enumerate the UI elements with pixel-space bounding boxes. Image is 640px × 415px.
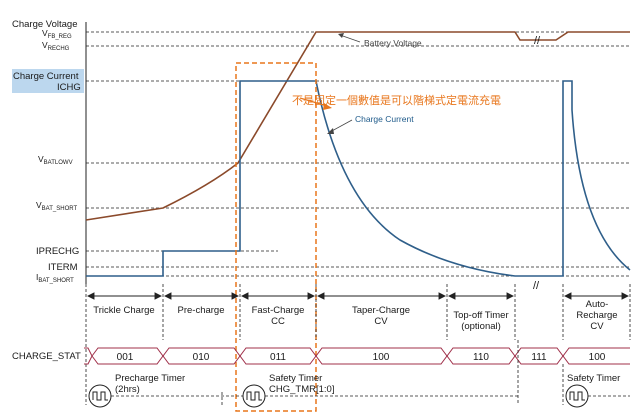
- phase-trickle-charge: Trickle Charge: [93, 305, 154, 316]
- phase-fast-charge-mode: CC: [271, 316, 285, 327]
- phase-auto-recharge-1: Auto-: [586, 299, 609, 310]
- label-vrechg: VRECHG: [42, 40, 70, 52]
- chinese-annotation: 不是固定一個數值是可以階梯式定電流充電: [292, 93, 501, 107]
- annotation-arrowhead: [323, 103, 332, 110]
- charge-current-curve-label: Charge Current: [355, 114, 414, 124]
- phase-taper-charge-mode: CV: [374, 316, 388, 327]
- auto-safety-timer-icon: [565, 384, 589, 408]
- charge-stat-011: 011: [270, 352, 286, 363]
- label-charge-voltage: Charge Voltage: [12, 19, 78, 30]
- label-vbat-short: VBAT_SHORT: [36, 200, 77, 212]
- battery-voltage-arrowhead: [338, 33, 344, 38]
- charge-stat-010: 010: [193, 352, 210, 363]
- label-iprechg: IPRECHG: [36, 246, 79, 257]
- safety-timer-register: CHG_TMR[1:0]: [269, 384, 334, 395]
- precharge-timer-label: Precharge Timer: [115, 373, 185, 384]
- charge-stat-001: 001: [117, 352, 134, 363]
- battery-voltage-pointer: [339, 34, 361, 43]
- safety-timer-icon: [242, 384, 266, 408]
- phase-arrows: [86, 292, 630, 300]
- label-vfb-reg: VFB_REG: [42, 28, 72, 40]
- phase-pre-charge: Pre-charge: [178, 305, 225, 316]
- phase-taper-charge: Taper-Charge: [352, 305, 410, 316]
- battery-voltage-curve: [85, 31, 630, 221]
- charge-current-pointer: [329, 119, 353, 133]
- charge-stat-bus: [84, 347, 630, 365]
- precharge-timer-duration: (2hrs): [115, 384, 140, 395]
- charge-current-highlight: [12, 69, 84, 93]
- precharge-timer-icon: [88, 384, 112, 408]
- timer-row: Precharge Timer (2hrs) Safety Timer CHG_…: [88, 340, 630, 408]
- charge-stat-label: CHARGE_STAT: [12, 351, 81, 362]
- phase-dividers: [85, 284, 631, 405]
- fast-charge-highlight-box: [235, 62, 317, 412]
- voltage-break-symbol: //: [534, 35, 541, 47]
- charge-stat-111: 111: [531, 352, 547, 363]
- label-ichg: ICHG: [57, 82, 81, 93]
- label-charge-current: Charge Current: [13, 71, 79, 82]
- charge-current-arrowhead: [327, 128, 334, 134]
- charge-stat-100-auto: 100: [589, 352, 606, 363]
- phase-auto-recharge-2: Recharge: [576, 310, 617, 321]
- label-ibat-short: IBAT_SHORT: [36, 272, 74, 284]
- phase-top-off-optional: (optional): [461, 321, 501, 332]
- label-vbatlowv: VBATLOWV: [38, 154, 73, 166]
- phase-top-off-timer: Top-off Timer: [453, 310, 508, 321]
- auto-safety-timer-label: Safety Timer: [567, 373, 620, 384]
- phase-auto-recharge-mode: CV: [590, 321, 604, 332]
- annotation-arrow: [299, 97, 328, 107]
- battery-voltage-label: Battery Voltage: [364, 38, 422, 48]
- charge-stat-110: 110: [473, 352, 489, 363]
- safety-timer-label: Safety Timer: [269, 373, 322, 384]
- phase-fast-charge: Fast-Charge: [252, 305, 305, 316]
- charge-current-curve: [86, 80, 631, 277]
- label-iterm: ITERM: [48, 262, 78, 273]
- current-break-symbol: //: [533, 280, 540, 292]
- charge-stat-100: 100: [373, 352, 390, 363]
